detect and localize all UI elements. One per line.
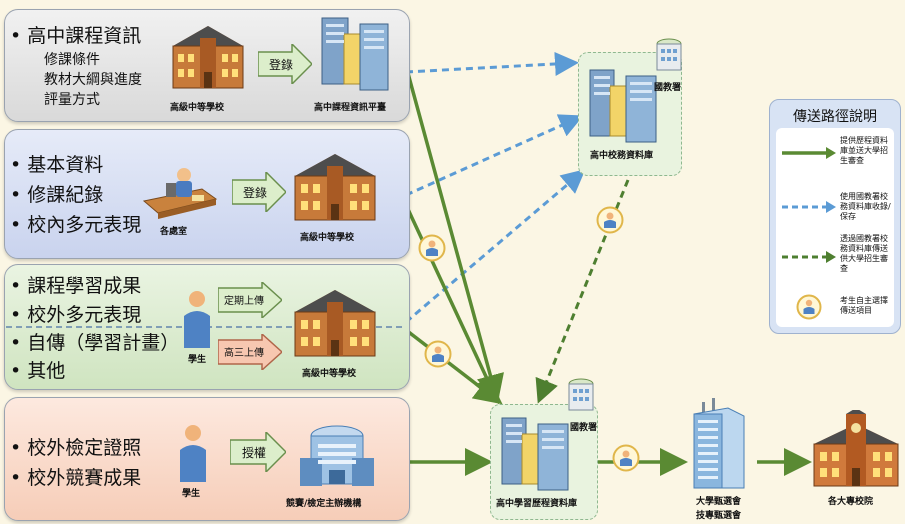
k12ea-bottom-caption: 國教署 [570,423,598,433]
office-desk-icon [142,168,218,219]
svg-text:授權: 授權 [242,445,266,460]
legend-dashed-blue-swatch [782,201,836,213]
legend-solid-green-swatch [782,147,836,159]
arrow-school3-to-schooldb [405,169,586,324]
organizer-building-icon [300,425,374,486]
school-building-icon [294,154,376,221]
legend-entry-text: 透過國教署校務資料庫傳送供大學招生審查 [840,234,888,273]
platform-server-icon [321,17,389,91]
committee-caption-1: 大學甄選會 [696,497,742,507]
student-icon [184,291,210,348]
svg-text:定期上傳: 定期上傳 [224,294,264,307]
organizer-caption: 競賽/檢定主辦機構 [286,499,362,509]
panel2-item: • 修課紀錄 [10,184,104,206]
arrow-school3-to-portfolio [404,328,503,405]
panel2-item: • 校內多元表現 [10,214,142,236]
legend-entry-text: 考生自主選擇傳送項目 [840,296,888,315]
panel1-item: 教材大綱與進度 [44,72,142,88]
legend-title: 傳送路徑說明 [793,109,877,125]
school-building-icon [294,290,376,357]
legend-body: 提供歷程資料庫並送大學招生審查 使用國教署校務資料庫收錄/保存 透過國教署校務資… [776,128,894,327]
legend-entry-text: 使用國教署校務資料庫收錄/保存 [840,192,891,221]
database-server-icon [589,69,657,143]
panel3-item: • 自傳（學習計畫） [10,332,180,354]
legend-entry-text: 提供歷程資料庫並送大學招生審查 [840,136,888,165]
arrow-school2-to-portfolio [404,204,500,405]
committee-caption-2: 技專甄選會 [696,511,742,521]
panel1-school-caption: 高級中等學校 [170,103,225,113]
upload-senior-arrow: 高三上傳 [218,334,282,370]
committee-tower-icon [693,398,745,489]
office-caption: 各處室 [160,227,188,237]
student-badge-icon [418,234,446,262]
student-badge-icon [424,340,452,368]
school-db-caption: 高中校務資料庫 [590,151,654,161]
legend-dashed-green-swatch [782,251,836,263]
panel3-school-caption: 高級中等學校 [302,369,357,379]
panel1-heading: • 高中課程資訊 [10,25,142,47]
upload-regular-arrow: 定期上傳 [218,282,282,318]
register-arrow-icon: 登錄 [232,172,286,212]
legend-box: 傳送路徑說明 提供歷程資料庫並送大學招生審查 使用國教署校務資料庫收錄/保存 透… [769,99,901,334]
arrow-platform-to-schooldb [405,51,579,76]
arrow-school2-to-schooldb [405,114,584,197]
student-badge-icon [596,206,624,234]
universities-caption: 各大專校院 [828,497,874,507]
k12ea-top-caption: 國教署 [654,83,682,93]
svg-text:高三上傳: 高三上傳 [224,346,264,359]
panel1-item: 修課條件 [44,52,100,68]
panel4-item: • 校外檢定證照 [10,437,142,459]
k12ea-building-icon [568,378,594,411]
panel2-school-caption: 高級中等學校 [300,233,355,243]
k12ea-building-icon [656,38,682,71]
platform-caption: 高中課程資訊平臺 [314,103,387,113]
panel3-student-caption: 學生 [188,355,207,365]
authorize-arrow-icon: 授權 [230,432,286,472]
register-label: 登錄 [243,185,267,200]
register-label: 登錄 [269,57,293,72]
panel1-item: 評量方式 [44,92,100,108]
register-arrow-icon: 登錄 [258,44,312,84]
school-building-icon [172,26,244,89]
arrow-platform-to-portfolio [404,65,504,403]
student-icon [180,425,206,482]
database-server-icon [501,417,569,491]
university-building-icon [813,410,899,487]
portfolio-db-caption: 高中學習歷程資料庫 [496,499,578,509]
panel3-item: • 其他 [10,360,66,382]
student-badge-icon [612,444,640,472]
panel4-student-caption: 學生 [182,489,201,499]
panel3-item: • 課程學習成果 [10,275,142,297]
panel4-item: • 校外競賽成果 [10,467,142,489]
panel2-item: • 基本資料 [10,154,104,176]
legend-student-badge-icon [796,294,822,320]
panel3-item: • 校外多元表現 [10,304,142,326]
